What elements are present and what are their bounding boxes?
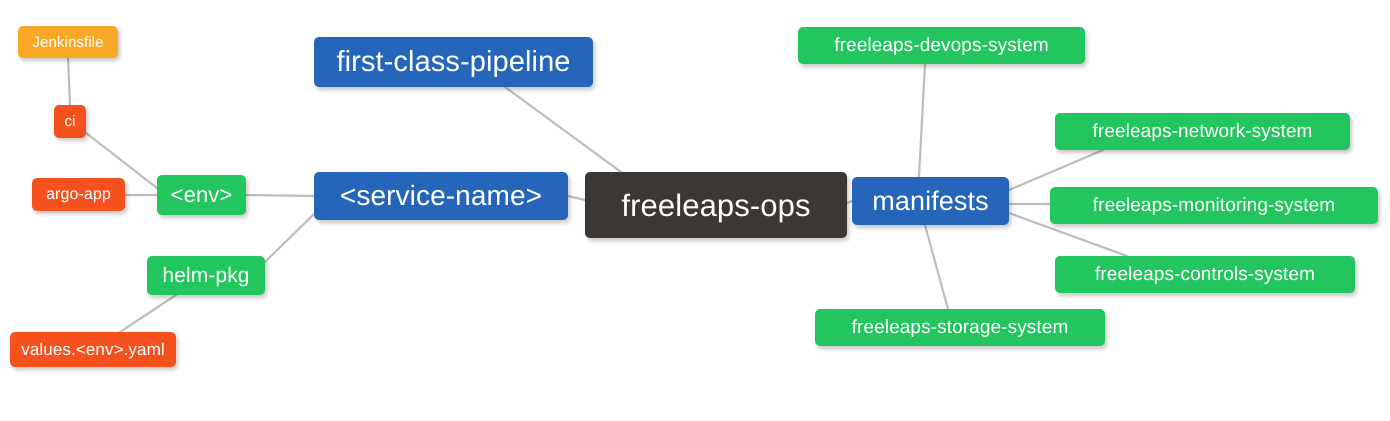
- node-helm-pkg[interactable]: helm-pkg: [147, 256, 265, 295]
- node-manifests[interactable]: manifests: [852, 177, 1009, 225]
- node-freeleaps-monitoring-system[interactable]: freeleaps-monitoring-system: [1050, 187, 1378, 224]
- node-label-freeleaps-controls-system: freeleaps-controls-system: [1094, 264, 1316, 285]
- node-env[interactable]: <env>: [157, 175, 246, 215]
- node-label-ci: ci: [64, 113, 76, 130]
- edge-first-class-pipeline-to-freeleaps-ops: [503, 85, 623, 174]
- node-freeleaps-storage-system[interactable]: freeleaps-storage-system: [815, 309, 1105, 346]
- node-values-yaml[interactable]: values.<env>.yaml: [10, 332, 176, 367]
- node-label-manifests: manifests: [872, 185, 989, 216]
- node-label-values-yaml: values.<env>.yaml: [21, 340, 165, 359]
- node-label-env: <env>: [170, 182, 233, 207]
- edge-manifests-to-freeleaps-network-system: [1007, 148, 1105, 192]
- node-label-freeleaps-network-system: freeleaps-network-system: [1092, 121, 1313, 142]
- node-label-jenkinsfile: Jenkinsfile: [32, 33, 104, 51]
- node-jenkinsfile[interactable]: Jenkinsfile: [18, 26, 118, 58]
- node-freeleaps-ops[interactable]: freeleaps-ops: [585, 172, 847, 238]
- node-ci[interactable]: ci: [54, 105, 86, 138]
- node-label-argo-app: argo-app: [46, 185, 111, 203]
- edge-service-name-to-freeleaps-ops: [566, 194, 587, 202]
- edge-helm-pkg-to-values-yaml: [118, 293, 178, 334]
- edge-service-name-to-helm-pkg: [263, 212, 316, 264]
- node-freeleaps-controls-system[interactable]: freeleaps-controls-system: [1055, 256, 1355, 293]
- node-label-service-name: <service-name>: [339, 180, 543, 211]
- node-label-freeleaps-storage-system: freeleaps-storage-system: [851, 317, 1069, 338]
- node-label-freeleaps-devops-system: freeleaps-devops-system: [834, 35, 1049, 56]
- edge-freeleaps-ops-to-manifests: [845, 199, 854, 205]
- node-label-helm-pkg: helm-pkg: [162, 264, 250, 287]
- edge-jenkinsfile-to-ci: [66, 56, 72, 107]
- node-argo-app[interactable]: argo-app: [32, 178, 125, 211]
- node-label-freeleaps-ops: freeleaps-ops: [621, 187, 811, 223]
- edge-manifests-to-freeleaps-storage-system: [923, 223, 950, 311]
- node-label-first-class-pipeline: first-class-pipeline: [336, 45, 571, 78]
- edge-ci-to-env: [84, 131, 159, 190]
- node-service-name[interactable]: <service-name>: [314, 172, 568, 220]
- node-freeleaps-devops-system[interactable]: freeleaps-devops-system: [798, 27, 1085, 64]
- edge-env-to-service-name: [244, 193, 316, 198]
- node-freeleaps-network-system[interactable]: freeleaps-network-system: [1055, 113, 1350, 150]
- edge-manifests-to-freeleaps-controls-system: [1007, 211, 1129, 258]
- node-label-freeleaps-monitoring-system: freeleaps-monitoring-system: [1092, 195, 1336, 216]
- edge-manifests-to-freeleaps-devops-system: [917, 62, 927, 179]
- node-first-class-pipeline[interactable]: first-class-pipeline: [314, 37, 593, 87]
